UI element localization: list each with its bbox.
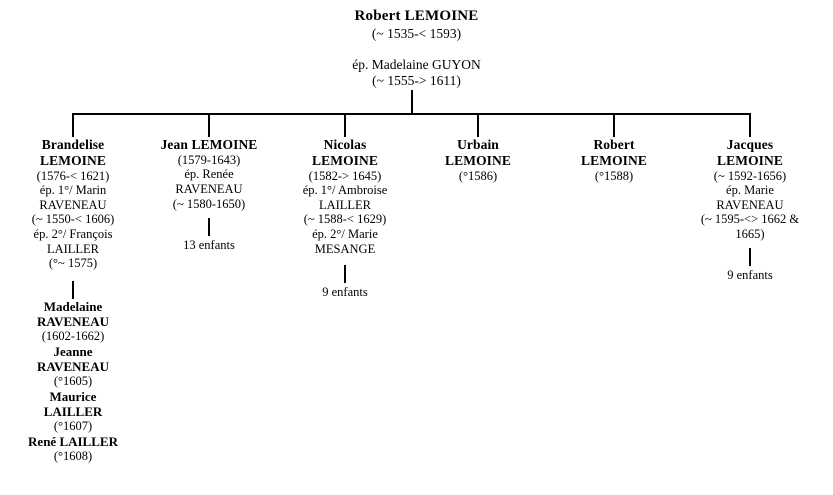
person-name-line1: Robert [593, 137, 635, 152]
person-name-line1: Jacques [726, 137, 774, 152]
person-name-line1: Nicolas [323, 137, 367, 152]
descendant-name-line1: Maurice [49, 389, 97, 405]
child-connector-5 [613, 113, 615, 137]
root-spouse-name: ép. Madelaine GUYON [352, 57, 481, 72]
person-spouse-line: RAVENEAU [175, 182, 243, 197]
person-spouse-line: ép. Renée [184, 167, 234, 182]
descendants-list-brandelise: Madelaine RAVENEAU (1602-1662) Jeanne RA… [8, 299, 138, 464]
descendant-name-line2: RAVENEAU [37, 359, 109, 375]
person-spouse-line: ép. 1°/ Ambroise [302, 183, 388, 198]
enfants-connector-2 [208, 218, 210, 236]
person-dates: (1576-< 1621) [36, 168, 110, 183]
person-spouse-line: ép. 2°/ Marie [312, 227, 378, 242]
person-nicolas-lemoine: Nicolas LEMOINE (1582-> 1645) ép. 1°/ Am… [279, 137, 411, 256]
person-spouse-line: 1665) [735, 227, 765, 242]
descendant-dates: (°1608) [53, 449, 93, 464]
trunk-connector [411, 90, 413, 115]
person-spouse-line: (~ 1595-<> 1662 & [700, 212, 800, 227]
person-spouse-line: RAVENEAU [39, 197, 107, 212]
person-jacques-lemoine: Jacques LEMOINE (~ 1592-1656) ép. Marie … [685, 137, 815, 242]
descendant-name-line1: Jeanne [53, 344, 93, 360]
person-dates: (1582-> 1645) [308, 168, 382, 183]
enfants-connector-6 [749, 248, 751, 266]
person-name-line1: Jean LEMOINE [160, 137, 258, 152]
descendant-name-line1: René LAILLER [28, 434, 118, 450]
child-connector-6 [749, 113, 751, 137]
root-person-name: Robert LEMOINE [354, 8, 479, 24]
person-jean-lemoine: Jean LEMOINE (1579-1643) ép. Renée RAVEN… [146, 137, 272, 211]
enfants-count-jacques: 9 enfants [727, 268, 773, 282]
descendant-name-line1: Madelaine [43, 299, 103, 314]
person-spouse-line: MESANGE [314, 241, 376, 256]
person-robert-lemoine: Robert LEMOINE (°1588) [552, 137, 676, 183]
person-name-line2: LEMOINE [312, 152, 378, 168]
person-name-line1: Urbain [457, 137, 499, 152]
person-dates: (1579-1643) [177, 152, 241, 167]
person-urbain-lemoine: Urbain LEMOINE (°1586) [416, 137, 540, 183]
enfants-connector-3 [344, 265, 346, 283]
root-spouse: ép. Madelaine GUYON (~ 1555-> 1611) [0, 57, 833, 89]
person-spouse-line: ép. Marie [726, 183, 774, 198]
person-name-line2: LEMOINE [581, 152, 647, 168]
descendant-dates: (°1605) [53, 374, 93, 389]
child-connector-2 [208, 113, 210, 137]
descendants-connector-1 [72, 281, 74, 299]
person-spouse-line: (~ 1588-< 1629) [303, 212, 387, 227]
person-spouse-line: (~ 1550-< 1606) [31, 212, 115, 227]
enfants-count-nicolas: 9 enfants [322, 285, 368, 299]
person-dates: (~ 1592-1656) [713, 168, 787, 183]
child-connector-4 [477, 113, 479, 137]
root-person-dates: (~ 1535-< 1593) [371, 25, 462, 41]
person-dates: (°1588) [594, 168, 634, 183]
root-person: Robert LEMOINE (~ 1535-< 1593) [0, 8, 833, 42]
person-spouse-line: LAILLER [318, 197, 372, 212]
sibling-bus-connector [72, 113, 750, 115]
person-brandelise-lemoine: Brandelise LEMOINE (1576-< 1621) ép. 1°/… [8, 137, 138, 271]
descendant-name-line2: RAVENEAU [37, 314, 109, 330]
person-spouse-line: RAVENEAU [716, 197, 784, 212]
person-spouse-line: ép. 2°/ François [33, 227, 113, 242]
descendant-dates: (1602-1662) [41, 329, 105, 344]
descendant-name-line2: LAILLER [43, 404, 103, 420]
person-spouse-line: LAILLER [46, 241, 100, 256]
person-spouse-line: (°~ 1575) [48, 256, 98, 271]
person-name-line2: LEMOINE [40, 152, 106, 168]
child-connector-3 [344, 113, 346, 137]
person-name-line2: LEMOINE [445, 152, 511, 168]
child-connector-1 [72, 113, 74, 137]
person-spouse-line: ép. 1°/ Marin [39, 183, 107, 198]
person-name-line2: LEMOINE [717, 152, 783, 168]
descendant-dates: (°1607) [53, 419, 93, 434]
person-name-line1: Brandelise [41, 137, 105, 152]
enfants-count-jean: 13 enfants [183, 238, 235, 252]
person-dates: (°1586) [458, 168, 498, 183]
root-spouse-dates: (~ 1555-> 1611) [372, 72, 461, 88]
person-spouse-line: (~ 1580-1650) [172, 196, 246, 211]
